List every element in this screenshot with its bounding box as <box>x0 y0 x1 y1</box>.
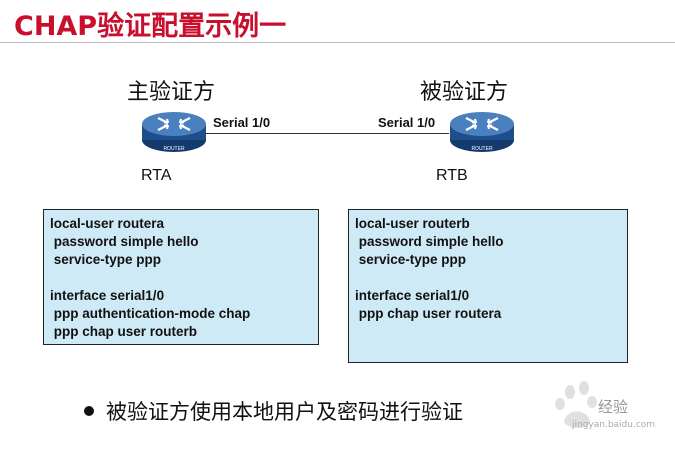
rtb-port-label: Serial 1/0 <box>378 115 436 130</box>
config-line: ppp chap user routerb <box>50 324 198 339</box>
config-line: password simple hello <box>355 234 504 249</box>
config-line: local-user routera <box>50 216 165 231</box>
config-line: service-type ppp <box>355 252 467 267</box>
watermark-url: jingyan.baidu.com <box>572 420 656 430</box>
router-rtb-caption: ROUTER <box>471 146 493 152</box>
config-line: ppp authentication-mode chap <box>50 306 251 321</box>
bullet-point: 被验证方使用本地用户及密码进行验证 <box>84 396 463 426</box>
title-divider <box>0 42 675 43</box>
bullet-text: 被验证方使用本地用户及密码进行验证 <box>106 400 463 424</box>
watermark-text: 经验 <box>598 398 629 416</box>
config-line <box>355 269 621 287</box>
config-line: local-user routerb <box>355 216 470 231</box>
rtb-config-box: local-user routerb password simple hello… <box>348 209 628 363</box>
router-rta-name: RTA <box>141 167 172 184</box>
config-line: service-type ppp <box>50 252 162 267</box>
router-rtb-icon: ROUTER <box>450 112 514 152</box>
bullet-dot <box>84 406 94 416</box>
config-line <box>50 269 312 287</box>
peer-label: 被验证方 <box>420 80 509 105</box>
baidu-paw-watermark-icon <box>555 381 597 428</box>
router-rtb-name: RTB <box>436 167 468 184</box>
config-line: ppp chap user routera <box>355 306 502 321</box>
authenticator-label: 主验证方 <box>127 80 216 105</box>
config-line: password simple hello <box>50 234 199 249</box>
rta-port-label: Serial 1/0 <box>213 115 271 130</box>
router-rta-icon: ROUTER <box>142 112 206 152</box>
serial-link <box>206 133 449 134</box>
slide-title: CHAP验证配置示例一 <box>14 11 287 42</box>
rta-config-box: local-user routera password simple hello… <box>43 209 319 345</box>
config-line: interface serial1/0 <box>50 288 165 303</box>
router-rta-caption: ROUTER <box>163 146 185 152</box>
config-line: interface serial1/0 <box>355 288 470 303</box>
